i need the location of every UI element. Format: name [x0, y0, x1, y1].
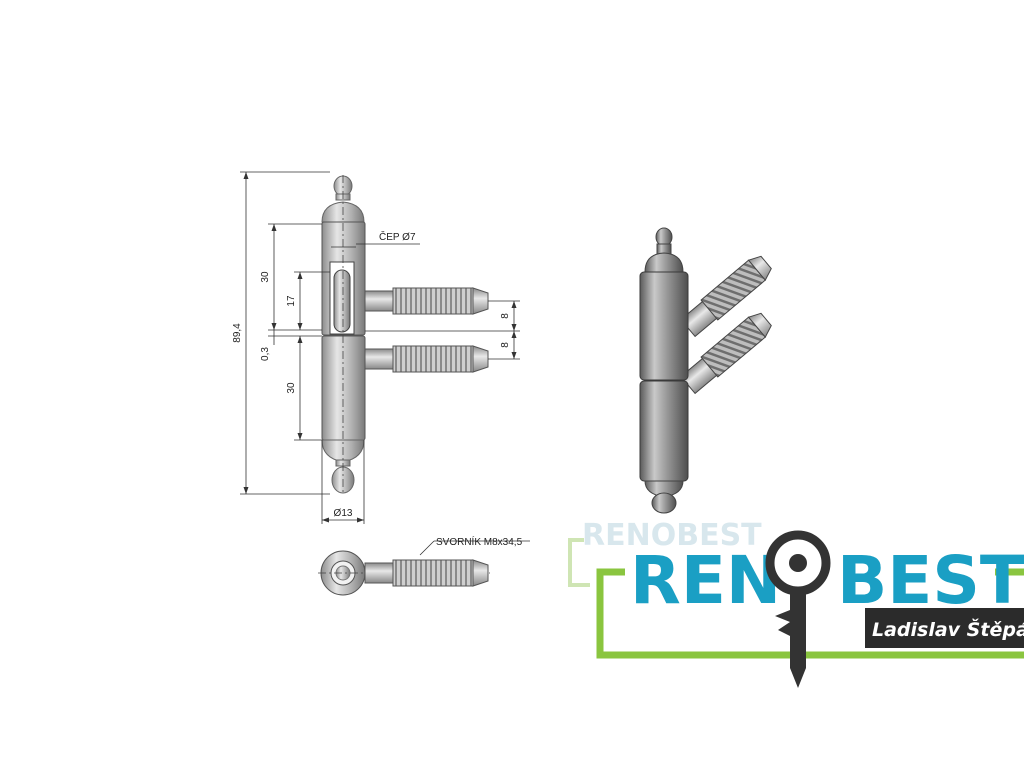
hinge-3d-view: [639, 227, 772, 514]
bolt-top-view: [318, 550, 490, 596]
dimension-lines: [240, 171, 530, 556]
dim-overall-height: 89,4: [232, 323, 243, 343]
logo-frame: [596, 568, 1024, 659]
diameter-label: Ø13: [334, 508, 353, 519]
logo-brand-right: BEST: [837, 542, 1024, 619]
logo-brand-left: REN: [630, 542, 781, 619]
dim-bolt-offset-upper: 8: [500, 313, 511, 319]
front-view: [321, 175, 489, 495]
dim-bolt-offset-lower: 8: [500, 342, 511, 348]
dim-gap: 0,3: [260, 347, 271, 361]
logo-owner: Ladislav Štěpán: [872, 617, 1024, 641]
bolt-label: SVORNÍK M8x34,5: [436, 535, 523, 548]
pin-label: ČEP Ø7: [379, 230, 416, 243]
dimension-arrows: [243, 172, 517, 523]
dim-lower-leaf: 30: [286, 382, 297, 394]
owner-plate: [865, 608, 1024, 648]
renobest-logo: RENOBEST REN BEST Ladislav Štěpán: [568, 518, 1024, 688]
logo-watermark: RENOBEST: [582, 518, 762, 553]
key-icon: [765, 530, 831, 688]
dim-pin-slot: 17: [286, 295, 297, 307]
dim-upper-leaf: 30: [260, 271, 271, 283]
